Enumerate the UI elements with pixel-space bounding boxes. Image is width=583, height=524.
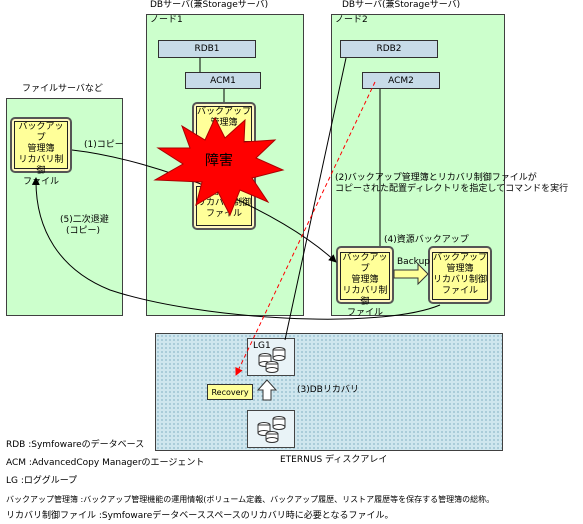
node2-document-left: バックアップ 管理簿 リカバリ制御 ファイル (340, 252, 390, 318)
legend-backup-register: バックアップ管理簿 :バックアップ管理機能の運用情報(ボリューム定義、バックアッ… (6, 495, 495, 504)
recovery-label-box: Recovery (207, 384, 253, 400)
doc-line: 管理簿 (210, 118, 238, 128)
db-server-1-title: DBサーバ(兼Storageサーバ) (150, 0, 269, 10)
legend-recovery-file: リカバリ制御ファイル :Symfowareデータベーススペースのリカバリ時に必要… (6, 511, 394, 521)
doc-line: リカバリ制御 (18, 155, 64, 176)
step1-label: (1)コピー (84, 140, 124, 150)
doc-line: ファイル (22, 177, 59, 187)
failure-burst (153, 116, 285, 217)
acm2-label: ACM2 (388, 75, 414, 86)
step3-label: (3)DBリカバリ (297, 385, 359, 395)
rdb1-box: RDB1 (158, 40, 256, 58)
failure-label: 障害 (205, 153, 233, 169)
step4-label: (4)資源バックアップ (384, 235, 469, 245)
doc-line: バックアップ (18, 122, 64, 143)
file-server-title: ファイルサーバなど (22, 84, 103, 94)
step2-line1: (2)バックアップ管理簿とリカバリ制御ファイルが (335, 173, 537, 183)
legend-lg: LG :ロググループ (6, 476, 78, 486)
storage-title: ETERNUS ディスクアレイ (280, 455, 388, 465)
doc-line: 管理簿 (27, 144, 55, 154)
file-server-document: バックアップ 管理簿 リカバリ制御 ファイル (14, 121, 68, 187)
node2-document-right: バックアップ 管理簿 リカバリ制御 ファイル (432, 252, 488, 300)
rdb1-label: RDB1 (194, 44, 220, 54)
doc-line: 管理簿 (351, 275, 379, 285)
doc-line: ファイル (346, 308, 383, 318)
acm1-box: ACM1 (185, 72, 261, 89)
step5-line2: (コピー) (66, 226, 101, 236)
doc-line: リカバリ制御 (433, 275, 488, 285)
doc-line: ファイル (205, 209, 242, 219)
lg1-label: LG1 (253, 341, 271, 351)
legend-acm: ACM :AdvancedCopy Managerのエージェント (6, 458, 205, 468)
step5-line1: (5)二次退避 (60, 215, 109, 225)
node-1-label: ノード1 (150, 15, 183, 25)
acm1-label: ACM1 (210, 75, 236, 86)
doc-line: バックアップ (197, 107, 252, 117)
acm2-box: ACM2 (362, 72, 440, 89)
doc-line: バックアップ (433, 253, 488, 263)
doc-line: リカバリ制御 (342, 286, 388, 307)
doc-line: バックアップ (342, 253, 388, 274)
doc-line: 管理簿 (446, 264, 474, 274)
db-server-2-title: DBサーバ(兼Storageサーバ) (342, 0, 461, 10)
step2-line2: コピーされた配置ディレクトリを指定してコマンドを実行 (335, 184, 569, 194)
node-2-label: ノード2 (335, 15, 368, 25)
rdb2-box: RDB2 (340, 40, 438, 58)
doc-line: ファイル (441, 286, 478, 296)
rdb2-label: RDB2 (376, 44, 402, 54)
legend-rdb: RDB :Symfowareのデータベース (6, 440, 145, 450)
backup-arrow-label: Backup (397, 257, 430, 267)
recovery-label: Recovery (211, 387, 249, 397)
